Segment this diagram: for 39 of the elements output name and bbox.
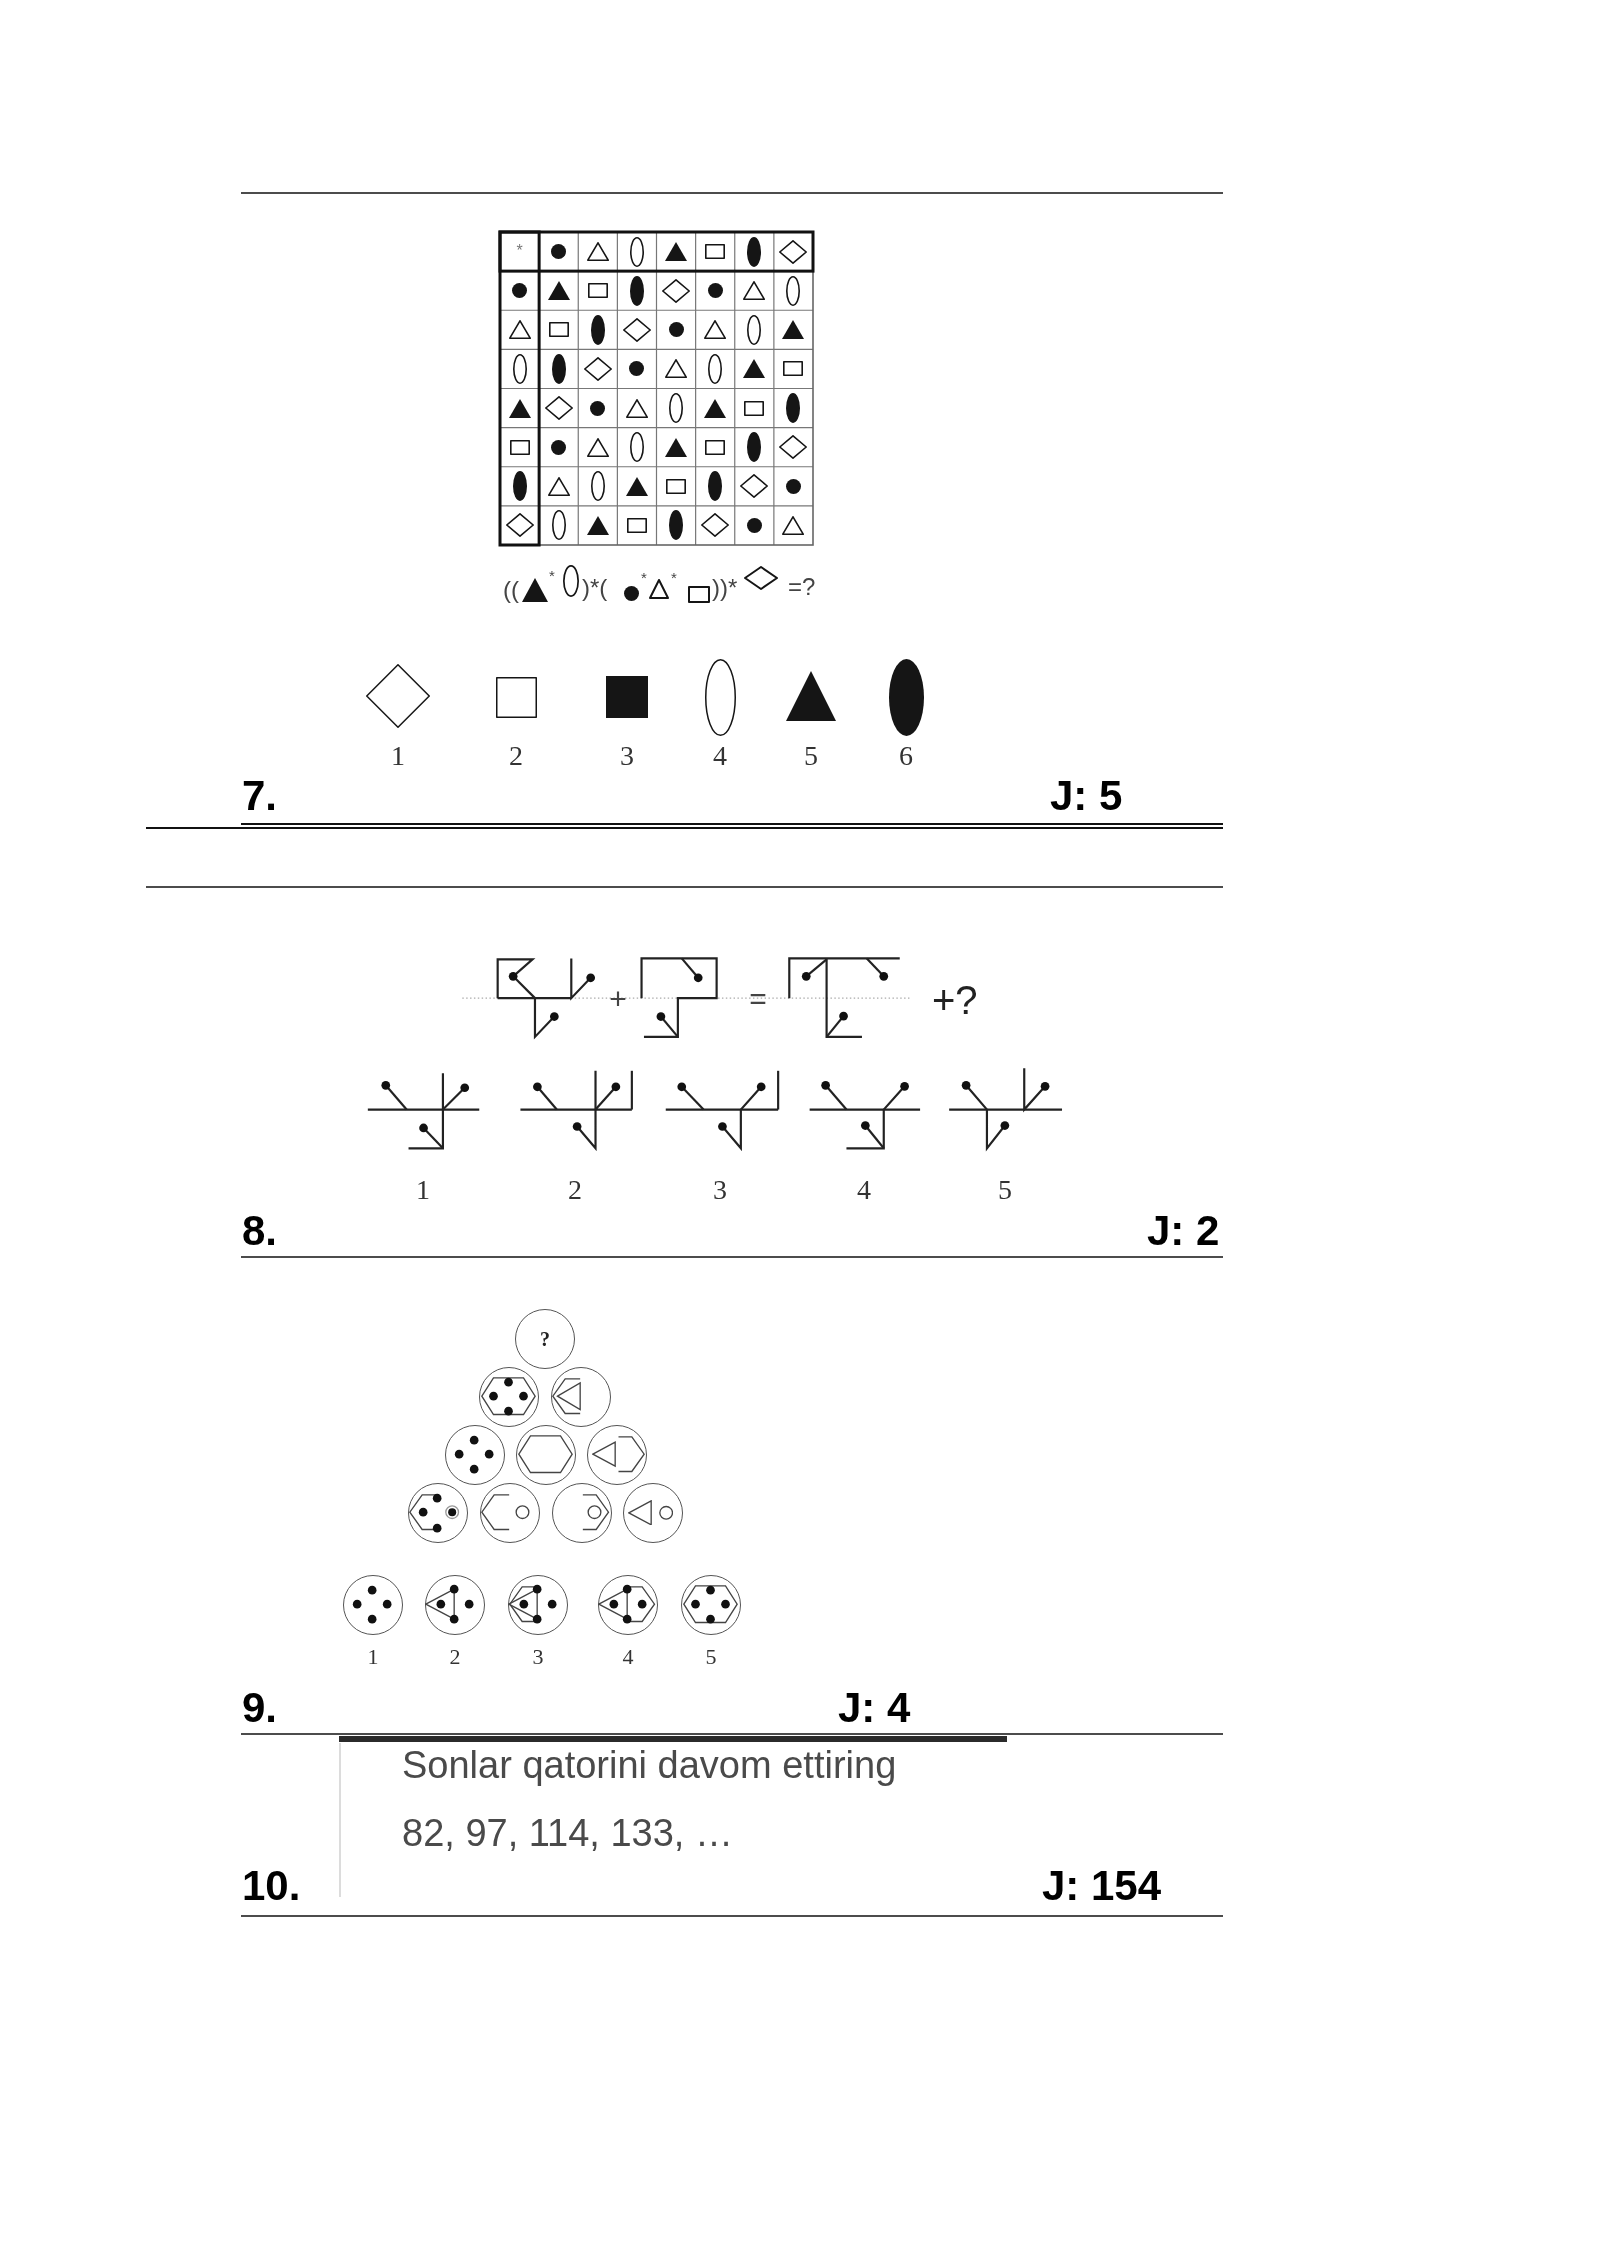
option-number: 5 [998,1176,1012,1204]
question-number: 9. [242,1687,278,1729]
answer-key: J: 154 [1042,1865,1162,1907]
option-number: 3 [532,1646,544,1668]
option-number: 3 [713,1176,727,1204]
operator-sign: = [749,984,767,1014]
option-number: 5 [804,742,818,770]
option-number: 1 [391,742,405,770]
option-number: 4 [622,1646,634,1668]
option-number: 2 [449,1646,461,1668]
prompt-text: +? [932,980,978,1020]
formula-text: =? [788,575,816,599]
answer-key: J: 4 [838,1687,911,1729]
question-number: 8. [242,1210,278,1252]
formula-text: * [641,569,647,585]
question-number: 10. [242,1865,301,1907]
option-number: 1 [416,1176,430,1204]
formula-text: * [549,567,555,583]
formula-text: (( [503,578,519,602]
option-number: 2 [568,1176,582,1204]
option-number: 4 [713,742,727,770]
option-number: 6 [899,742,913,770]
corner-mark: * [516,243,523,259]
question-number: 7. [242,775,278,817]
option-number: 4 [857,1176,871,1204]
answer-key: J: 2 [1147,1210,1220,1252]
option-number: 2 [509,742,523,770]
figure-circle [508,1575,568,1635]
formula-text: * [671,569,677,585]
formula-text: ))* [712,576,738,600]
node-label: ? [540,1329,550,1349]
option-number: 1 [367,1646,379,1668]
formula-text: )*( [582,576,608,600]
answer-key: J: 5 [1050,775,1123,817]
option-number: 3 [620,742,634,770]
operator-sign: + [609,984,627,1014]
instruction-text: Sonlar qatorini davom ettiring [402,1746,897,1784]
option-number: 5 [705,1646,717,1668]
number-sequence: 82, 97, 114, 133, … [402,1814,733,1852]
